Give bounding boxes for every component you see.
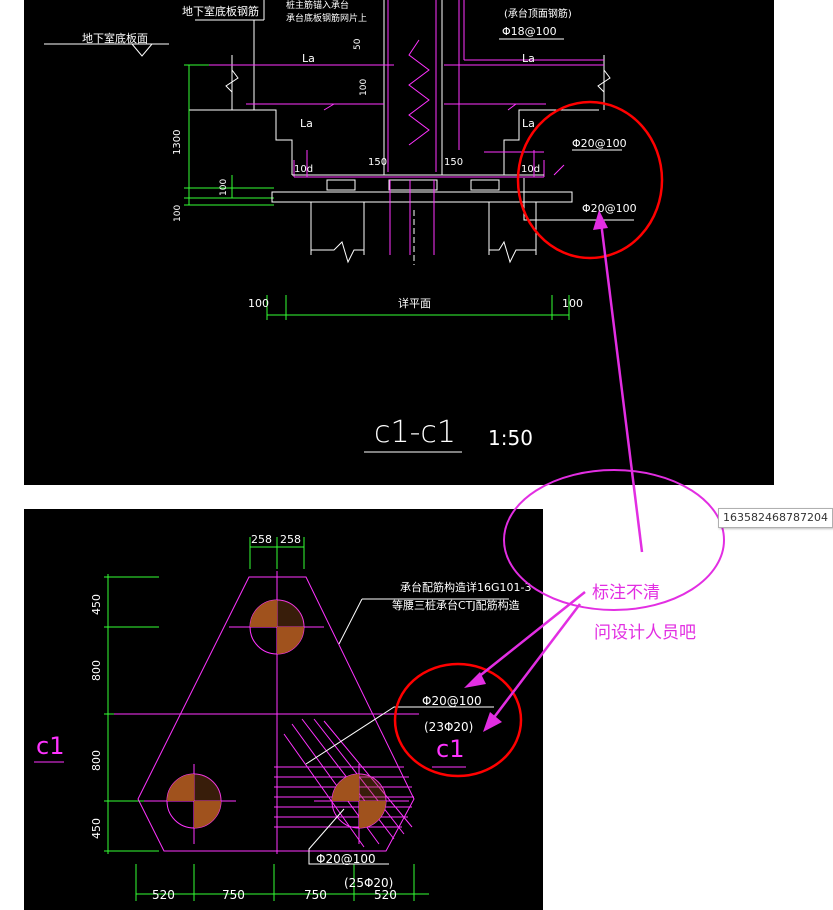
pile-bottom-right bbox=[331, 773, 387, 829]
plan-drawing: 258 258 450 800 800 450 520 750 750 520 bbox=[34, 533, 531, 902]
label-cap-top-rebar: (承台顶面钢筋) bbox=[504, 7, 572, 20]
rebar-upper-spec: Φ20@100 bbox=[422, 694, 482, 708]
dim-lines-left bbox=[184, 64, 274, 206]
dim-100-vertical: 100 bbox=[359, 79, 369, 96]
section-mark-left: c1 bbox=[36, 732, 64, 760]
la-label-2: La bbox=[522, 52, 535, 65]
section-drawing: 地下室底板面 地下室底板钢筋 桩主筋锚入承台 承台底板钢筋网片上 (承台顶面钢筋… bbox=[44, 0, 637, 453]
tooltip-id: 163582468787204 bbox=[718, 508, 833, 528]
cap-outline bbox=[137, 576, 415, 852]
dim-50: 50 bbox=[353, 38, 363, 50]
dim-750-left: 750 bbox=[222, 888, 245, 902]
dim-100-left: 100 bbox=[248, 297, 269, 310]
pile-top bbox=[249, 599, 305, 655]
la-label-3: La bbox=[300, 117, 313, 130]
rebar-spec-lower: Φ20@100 bbox=[582, 202, 637, 215]
rebar-spec-upper: Φ20@100 bbox=[572, 137, 627, 150]
dim-800-upper: 800 bbox=[90, 660, 103, 681]
note-line2: 等腰三桩承台CTJ配筋构造 bbox=[392, 598, 520, 612]
dim-520-right: 520 bbox=[374, 888, 397, 902]
dim-450-bottom: 450 bbox=[90, 818, 103, 839]
dim-100-a: 100 bbox=[219, 179, 229, 196]
dim-258-right: 258 bbox=[280, 533, 301, 546]
dim-lines-bottom bbox=[266, 295, 570, 320]
dim-100-right: 100 bbox=[562, 297, 583, 310]
section-title: c1-c1 bbox=[374, 415, 456, 450]
label-basement-top: 地下室底板面 bbox=[82, 31, 148, 45]
plan-dim-top bbox=[249, 537, 305, 569]
rebar-upper-count: (23Φ20) bbox=[424, 720, 473, 734]
dim-800-lower: 800 bbox=[90, 750, 103, 771]
dim-258-left: 258 bbox=[251, 533, 272, 546]
annotation-line1: 标注不清 bbox=[592, 583, 660, 603]
rebar-lower-count: (25Φ20) bbox=[344, 876, 393, 890]
dim-150-left: 150 bbox=[368, 157, 387, 168]
ground-line bbox=[44, 43, 169, 57]
plan-dim-bottom bbox=[135, 864, 429, 901]
label-basement-rebar: 地下室底板钢筋 bbox=[182, 4, 259, 18]
dim-520-left: 520 bbox=[152, 888, 175, 902]
la-label-4: La bbox=[522, 117, 535, 130]
dim-750-right: 750 bbox=[304, 888, 327, 902]
dim-10d-right: 10d bbox=[521, 164, 540, 175]
dim-1300: 1300 bbox=[172, 130, 183, 155]
label-anchor-line1: 桩主筋锚入承台 bbox=[286, 0, 349, 11]
section-scale: 1:50 bbox=[488, 426, 533, 450]
la-label-1: La bbox=[302, 52, 315, 65]
rebar-lines bbox=[189, 0, 604, 178]
slab-outline bbox=[189, 0, 611, 175]
dim-150-right: 150 bbox=[444, 157, 463, 168]
pile-bottom-left bbox=[166, 773, 222, 829]
plan-drawing-panel: 258 258 450 800 800 450 520 750 750 520 bbox=[24, 509, 543, 910]
annotation-line2: 问设计人员吧 bbox=[594, 623, 696, 643]
dim-10d-left: 10d bbox=[294, 164, 313, 175]
label-anchor-line2: 承台底板钢筋网片上 bbox=[286, 12, 367, 24]
plan-ref-label: 详平面 bbox=[398, 296, 431, 310]
pile-cap bbox=[271, 174, 573, 264]
dim-450-top: 450 bbox=[90, 594, 103, 615]
section-mark-right: c1 bbox=[436, 735, 464, 763]
dim-100-b: 100 bbox=[173, 205, 183, 222]
section-drawing-panel: 地下室底板面 地下室底板钢筋 桩主筋锚入承台 承台底板钢筋网片上 (承台顶面钢筋… bbox=[24, 0, 774, 485]
cap-top-rebar-spec: Φ18@100 bbox=[502, 25, 557, 38]
rebar-lower-spec: Φ20@100 bbox=[316, 852, 376, 866]
note-line1: 承台配筋构造详16G101-3 bbox=[400, 580, 531, 594]
